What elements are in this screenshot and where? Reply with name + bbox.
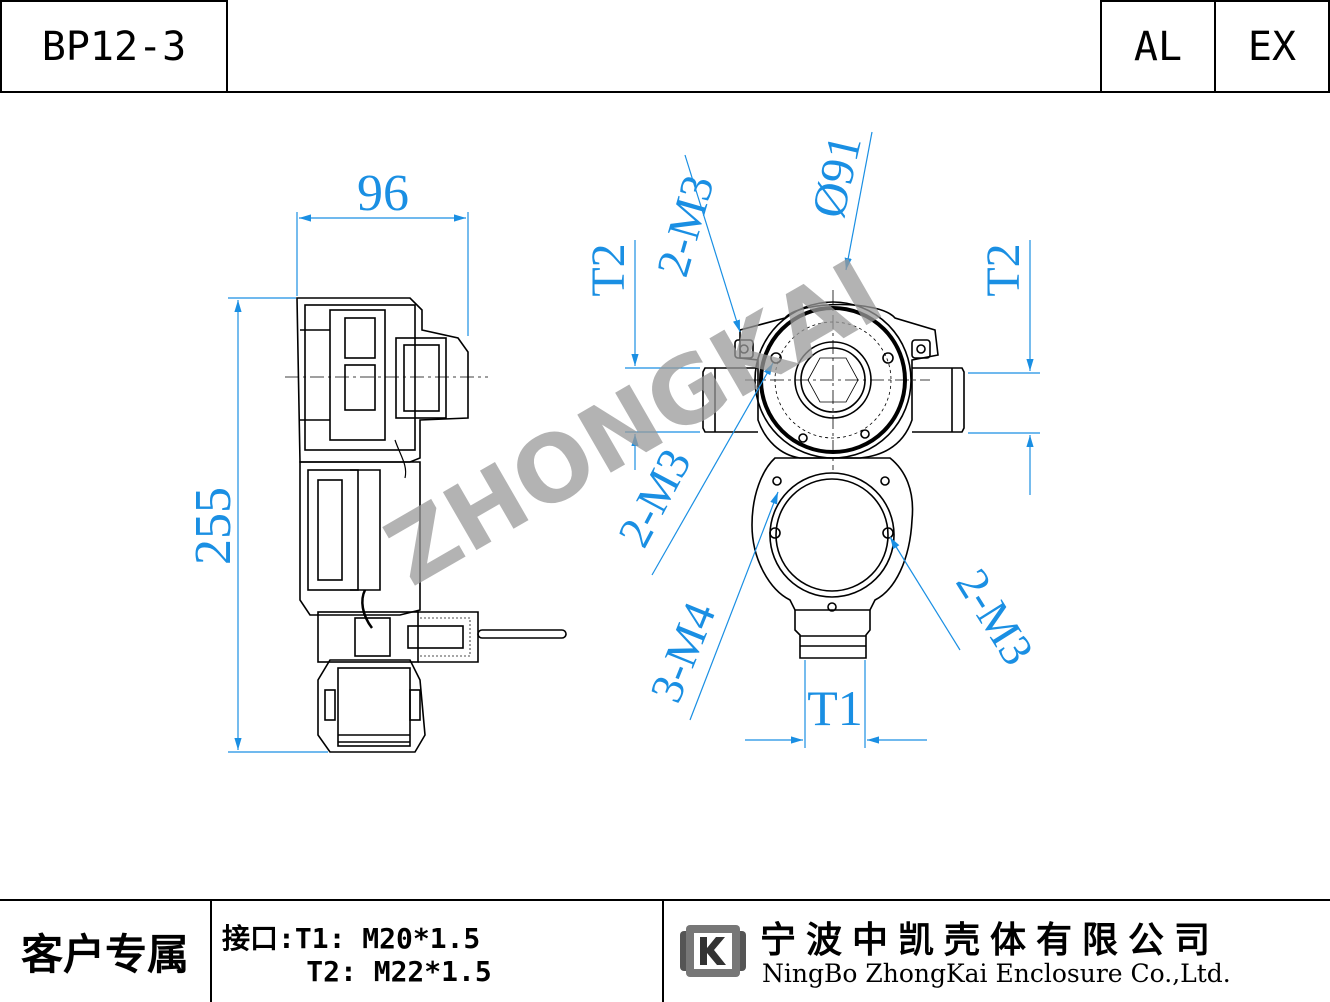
screw-bottom-right-label: 2-M3 — [946, 560, 1043, 674]
footer: 客户专属 接口:T1: M20*1.5 T2: M22*1.5 宁波中凯壳体有限… — [0, 899, 1330, 1002]
screw-bottom-left-label: 3-M4 — [640, 595, 726, 709]
dim-front — [625, 131, 1040, 748]
dim-height-label: 255 — [185, 487, 242, 565]
diameter-label: Ø91 — [802, 130, 872, 222]
header-rule — [0, 91, 1330, 93]
side-view — [296, 297, 567, 753]
interface-spec: 接口:T1: M20*1.5 T2: M22*1.5 — [212, 901, 664, 1002]
t2-right-label: T2 — [977, 243, 1030, 296]
model-code: BP12-3 — [0, 0, 228, 93]
t1-label: T1 — [807, 680, 863, 736]
interface-t2: T2: M22*1.5 — [222, 955, 492, 988]
protection-code: EX — [1214, 0, 1330, 93]
customer-label: 客户专属 — [0, 901, 212, 1002]
company-block: 宁波中凯壳体有限公司 NingBo ZhongKai Enclosure Co.… — [664, 901, 1330, 1002]
company-name-en: NingBo ZhongKai Enclosure Co.,Ltd. — [762, 959, 1231, 988]
t2-left-label: T2 — [582, 243, 635, 296]
screw-top-label: 2-M3 — [646, 170, 723, 282]
company-name-cn: 宁波中凯壳体有限公司 — [760, 920, 1221, 961]
technical-drawing: 96 255 — [185, 130, 1044, 753]
interface-t1: 接口:T1: M20*1.5 — [222, 922, 481, 955]
dim-96 — [296, 212, 469, 336]
dim-255 — [228, 297, 328, 753]
company-logo-icon — [680, 925, 746, 977]
dim-width-label: 96 — [357, 165, 409, 222]
